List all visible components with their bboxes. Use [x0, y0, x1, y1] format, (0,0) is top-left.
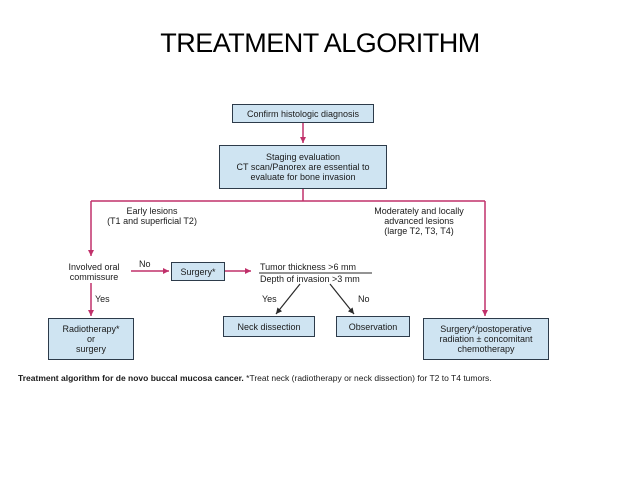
surgery-text: Surgery*	[180, 266, 216, 277]
staging-line-3: evaluate for bone invasion	[250, 172, 356, 182]
early-lesions-line-1: Early lesions	[126, 206, 178, 216]
yes-label-left: Yes	[95, 294, 110, 304]
radiotherapy-line-1: Radiotherapy*	[62, 324, 120, 334]
surgery-postop-line-1: Surgery*/postoperative	[440, 324, 532, 334]
slide-title: TREATMENT ALGORITHM	[160, 28, 480, 58]
figure-caption: Treatment algorithm for de novo buccal m…	[18, 373, 618, 383]
neck-dissection-text: Neck dissection	[237, 321, 301, 332]
surgery-postop-line-2: radiation ± concomitant	[439, 334, 533, 344]
caption-bold: Treatment algorithm for de novo buccal m…	[18, 373, 244, 383]
moderate-lesions-label: Moderately and locally advanced lesions …	[356, 206, 482, 236]
no-label-mid: No	[358, 294, 370, 304]
radiotherapy-line-3: surgery	[75, 344, 106, 354]
confirm-diagnosis-box: Confirm histologic diagnosis	[232, 104, 374, 123]
radiotherapy-line-2: or	[86, 334, 95, 344]
observation-box: Observation	[336, 316, 410, 337]
staging-evaluation-box: Staging evaluation CT scan/Panorex are e…	[219, 145, 387, 189]
staging-line-2: CT scan/Panorex are essential to	[236, 162, 370, 172]
moderate-lesions-line-1: Moderately and locally	[374, 206, 464, 216]
staging-line-1: Staging evaluation	[265, 152, 341, 162]
arrow-yes-to-neck-dissection	[275, 283, 301, 315]
caption-rest: *Treat neck (radiotherapy or neck dissec…	[243, 373, 492, 383]
surgery-postop-line-3: chemotherapy	[457, 344, 515, 354]
radiotherapy-box: Radiotherapy* or surgery	[48, 318, 134, 360]
moderate-lesions-line-3: (large T2, T3, T4)	[384, 226, 454, 236]
no-label-left: No	[139, 259, 151, 269]
surgery-box: Surgery*	[171, 262, 225, 281]
early-lesions-line-2: (T1 and superficial T2)	[107, 216, 197, 226]
neck-dissection-box: Neck dissection	[223, 316, 315, 337]
moderate-lesions-line-2: advanced lesions	[384, 216, 454, 226]
observation-text: Observation	[348, 321, 398, 332]
surgery-postop-box: Surgery*/postoperative radiation ± conco…	[423, 318, 549, 360]
yes-label-mid: Yes	[262, 294, 277, 304]
confirm-diagnosis-text: Confirm histologic diagnosis	[246, 108, 360, 119]
early-lesions-label: Early lesions (T1 and superficial T2)	[94, 206, 210, 226]
depth-invasion-label: Depth of invasion >3 mm	[260, 274, 360, 284]
involved-oral-line-1: Involved oral	[68, 262, 120, 272]
involved-oral-line-2: commissure	[69, 272, 119, 282]
involved-oral-label: Involved oral commissure	[56, 262, 132, 282]
arrow-no-to-observation	[329, 283, 355, 315]
tumor-thickness-label: Tumor thickness >6 mm	[260, 262, 356, 272]
